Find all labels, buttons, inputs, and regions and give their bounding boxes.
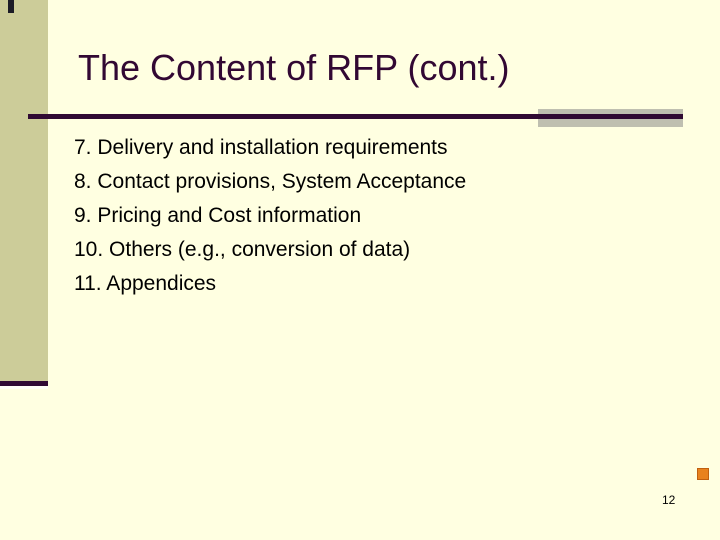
sidebar-bottom-rule [0, 381, 48, 386]
sidebar-bottom-highlight [0, 386, 48, 389]
top-left-corner-mark [8, 0, 14, 13]
orange-square-marker [697, 468, 709, 480]
title-underline-rule [28, 114, 683, 119]
slide-title: The Content of RFP (cont.) [78, 47, 510, 88]
page-number: 12 [662, 493, 676, 507]
slide-body: 7. Delivery and installation requirement… [74, 131, 654, 301]
list-item: 10. Others (e.g., conversion of data) [74, 238, 411, 261]
list-item: 7. Delivery and installation requirement… [74, 136, 448, 159]
list-item: 9. Pricing and Cost information [74, 204, 362, 227]
list-item: 8. Contact provisions, System Acceptance [74, 170, 467, 193]
sidebar-accent-bar [0, 0, 48, 381]
list-item: 11. Appendices [74, 272, 217, 295]
